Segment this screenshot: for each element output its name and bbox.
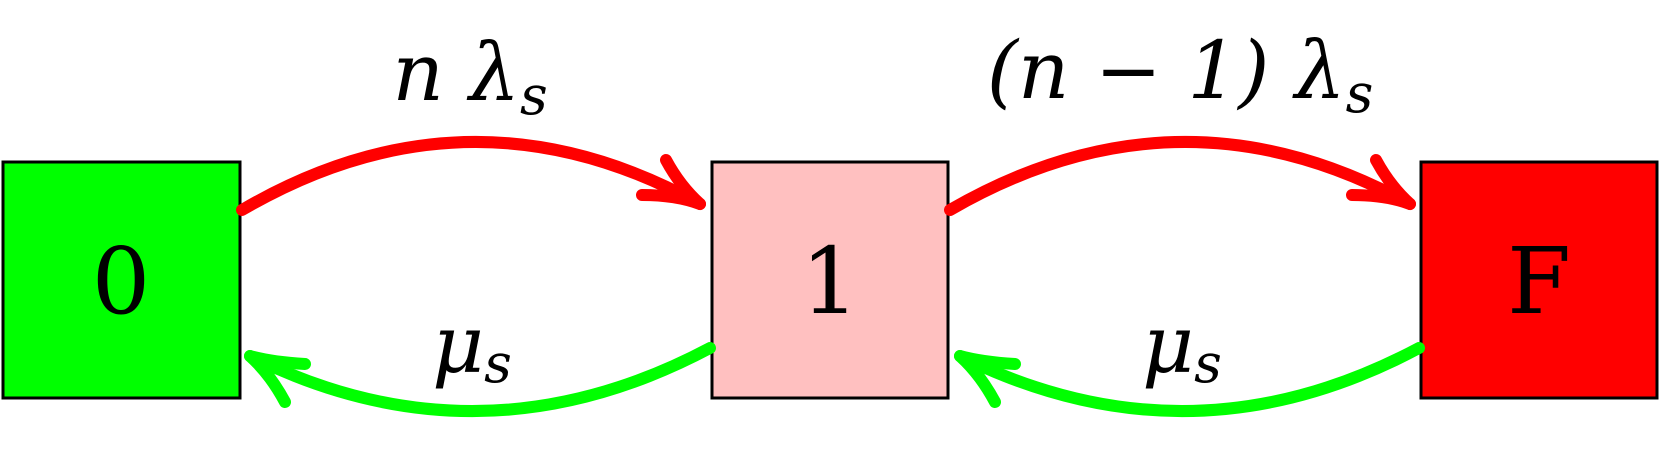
transition-1-to-f-arc [944, 135, 1416, 216]
transition-f-to-1-arrowhead [954, 350, 1021, 408]
state-f: F [1419, 160, 1659, 400]
state-1: 1 [710, 160, 950, 400]
transition-1-to-0: μs [244, 298, 716, 418]
state-0-label: 0 [92, 228, 151, 335]
transition-f-to-1-label: μs [1142, 298, 1222, 395]
state-0: 0 [1, 160, 242, 400]
transition-0-to-1-arrowhead [636, 154, 706, 210]
state-f-label: F [1507, 228, 1571, 335]
transition-1-to-f-arrowhead [1346, 154, 1416, 210]
state-1-label: 1 [801, 228, 860, 335]
transition-0-to-1: n λs [236, 26, 706, 216]
transition-1-to-f-label: (n − 1) λs [987, 24, 1374, 125]
transition-1-to-0-label: μs [432, 298, 512, 395]
transition-0-to-1-label: n λs [392, 26, 547, 127]
transition-1-to-0-arc [244, 342, 716, 418]
state-1-box [710, 160, 950, 400]
transition-0-to-1-arc [236, 135, 706, 216]
transition-f-to-1-arc [954, 342, 1425, 418]
transition-1-to-f: (n − 1) λs [944, 24, 1416, 216]
transition-f-to-1: μs [954, 298, 1425, 418]
state-0-box [1, 160, 242, 400]
state-f-box [1419, 160, 1659, 400]
transition-1-to-0-arrowhead [244, 350, 311, 408]
